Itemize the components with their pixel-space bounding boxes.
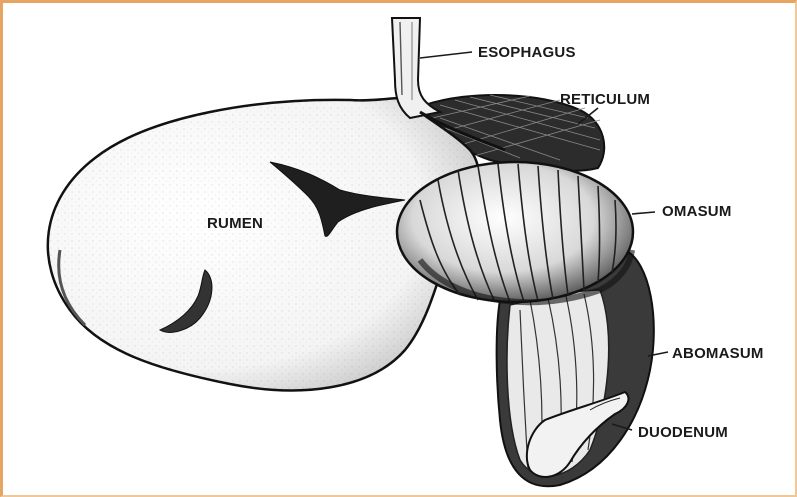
label-abomasum: ABOMASUM (672, 345, 764, 362)
omasum-organ (397, 162, 633, 302)
omasum-leader (632, 212, 655, 214)
label-esophagus: ESOPHAGUS (478, 44, 576, 61)
label-duodenum: DUODENUM (638, 424, 728, 441)
label-omasum: OMASUM (662, 203, 732, 220)
label-reticulum: RETICULUM (560, 91, 650, 108)
label-rumen: RUMEN (207, 215, 263, 232)
esophagus-leader (420, 52, 472, 58)
